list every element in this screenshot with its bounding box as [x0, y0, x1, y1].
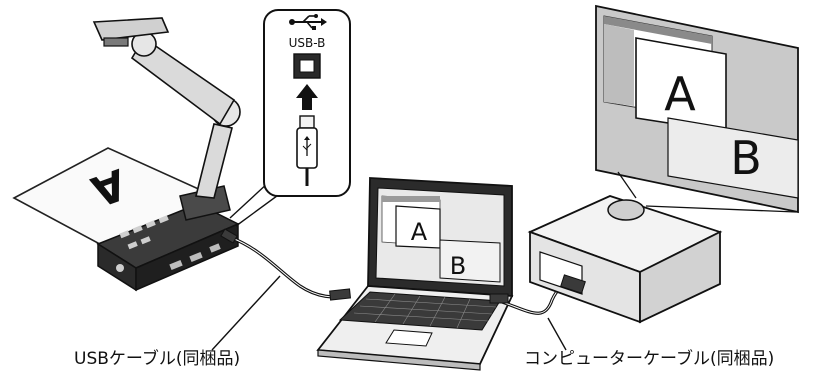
laptop: A B [316, 177, 514, 371]
control-button [127, 241, 138, 250]
projector [527, 195, 723, 324]
vga-plug-laptop [489, 293, 509, 304]
camera-lower-arm [195, 123, 233, 199]
usb-a-plug [329, 288, 352, 301]
control-button [145, 220, 156, 229]
projector-side [639, 230, 721, 324]
usb-icon [302, 136, 312, 156]
projection-beam-line [645, 205, 797, 213]
vga-plug-projector [560, 274, 586, 294]
computer-cable-leader [547, 317, 567, 351]
screen-window-sidebar [604, 24, 634, 106]
side-port [169, 259, 183, 271]
screen-letter-b: B [730, 131, 762, 185]
usb-cable-leader [211, 275, 281, 351]
control-button [119, 230, 130, 239]
usb-cable-label: USBケーブル(同梱品) [74, 348, 240, 369]
usb-icon [289, 14, 327, 30]
power-button [116, 264, 124, 272]
usb-b-port-inner [299, 59, 315, 73]
projection-beam-line [617, 171, 637, 199]
screen-window-b [667, 117, 799, 199]
laptop-keyboard [338, 291, 501, 331]
control-button [132, 225, 143, 234]
camera-head [92, 17, 170, 41]
control-button [158, 215, 169, 224]
computer-cable-label: コンピューターケーブル(同梱品) [524, 348, 774, 369]
usb-port-callout: USB-B [229, 9, 351, 227]
usb-b-plug-tip [299, 115, 315, 129]
screen-letter-a: A [664, 67, 696, 121]
camera-base-side [135, 222, 239, 292]
laptop-window-titlebar [382, 196, 440, 202]
laptop-base-edge [317, 349, 481, 371]
laptop-window-b [439, 239, 501, 283]
projection-screen: A B [595, 4, 799, 214]
usb-b-label: USB-B [289, 36, 326, 50]
side-port [189, 251, 203, 263]
camera-lens [103, 37, 129, 47]
laptop-letter-b: B [450, 252, 466, 280]
usb-cable-highlight [231, 237, 349, 298]
document-camera: A [12, 17, 241, 292]
side-port [209, 243, 221, 253]
screen-window-titlebar [604, 16, 712, 44]
usb-b-cable-plug [220, 228, 238, 244]
control-button [140, 236, 151, 245]
laptop-touchpad [385, 329, 433, 347]
insert-arrow-icon [296, 84, 318, 110]
projector-lens [607, 199, 645, 221]
laptop-letter-a: A [411, 218, 428, 246]
